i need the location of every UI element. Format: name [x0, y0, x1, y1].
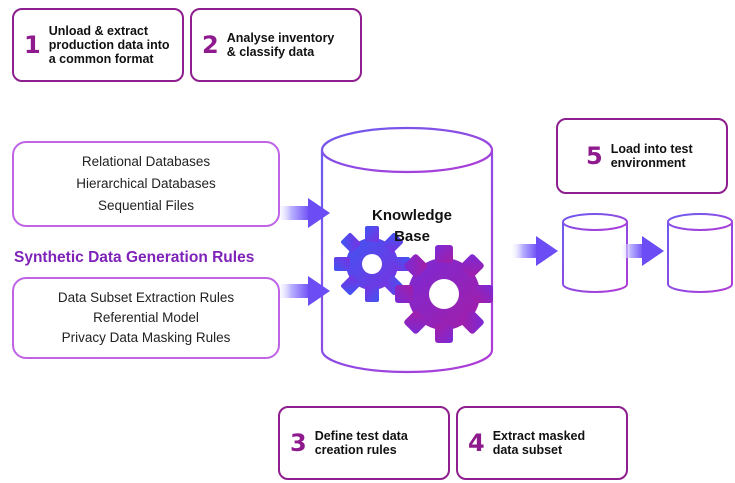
- source-item-hierarchical: Hierarchical Databases: [76, 176, 216, 191]
- arrow-target-to-target: [620, 236, 664, 266]
- step-3-box: 3 Define test data creation rules: [278, 406, 450, 480]
- knowledge-base-line-1: Knowledge: [371, 207, 452, 224]
- step-1-box: 1 Unload & extract production data into …: [12, 8, 184, 82]
- knowledge-base-cylinder: [320, 126, 494, 374]
- step-2-box: 2 Analyse inventory & classify data: [190, 8, 362, 82]
- target-db-cylinder-1: [562, 213, 628, 293]
- synthetic-rules-heading: Synthetic Data Generation Rules: [14, 249, 255, 266]
- gear-icon-small: [334, 226, 410, 302]
- step-4-number: 4: [468, 429, 485, 457]
- step-2-text: Analyse inventory & classify data: [226, 31, 335, 59]
- gear-icon-large: [395, 245, 493, 343]
- step-2-number: 2: [202, 31, 219, 59]
- step-3-number: 3: [290, 429, 307, 457]
- arrow-synthetic-to-kb: [276, 276, 330, 306]
- arrow-kb-to-target: [510, 236, 558, 266]
- source-item-sequential: Sequential Files: [97, 198, 195, 213]
- synthetic-rules-box: Data Subset Extraction Rules Referential…: [12, 277, 280, 359]
- rule-item-subset: Data Subset Extraction Rules: [57, 290, 235, 305]
- step-4-text: Extract masked data subset: [492, 429, 586, 457]
- step-5-number: 5: [586, 142, 603, 170]
- target-db-cylinder-2: [667, 213, 733, 293]
- step-1-number: 1: [24, 31, 41, 59]
- step-5-box: 5 Load into test environment: [556, 118, 728, 194]
- step-3-text: Define test data creation rules: [314, 429, 408, 457]
- knowledge-base-line-2: Base: [394, 228, 430, 245]
- source-data-box: Relational Databases Hierarchical Databa…: [12, 141, 280, 227]
- step-4-box: 4 Extract masked data subset: [456, 406, 628, 480]
- step-1-text: Unload & extract production data into a …: [48, 24, 170, 66]
- knowledge-base-label: Knowledge Base: [352, 205, 472, 247]
- arrow-sources-to-kb: [276, 198, 330, 228]
- source-item-relational: Relational Databases: [81, 154, 211, 169]
- step-5-text: Load into test environment: [610, 142, 693, 170]
- rule-item-referential: Referential Model: [93, 310, 199, 325]
- rule-item-masking: Privacy Data Masking Rules: [61, 330, 231, 345]
